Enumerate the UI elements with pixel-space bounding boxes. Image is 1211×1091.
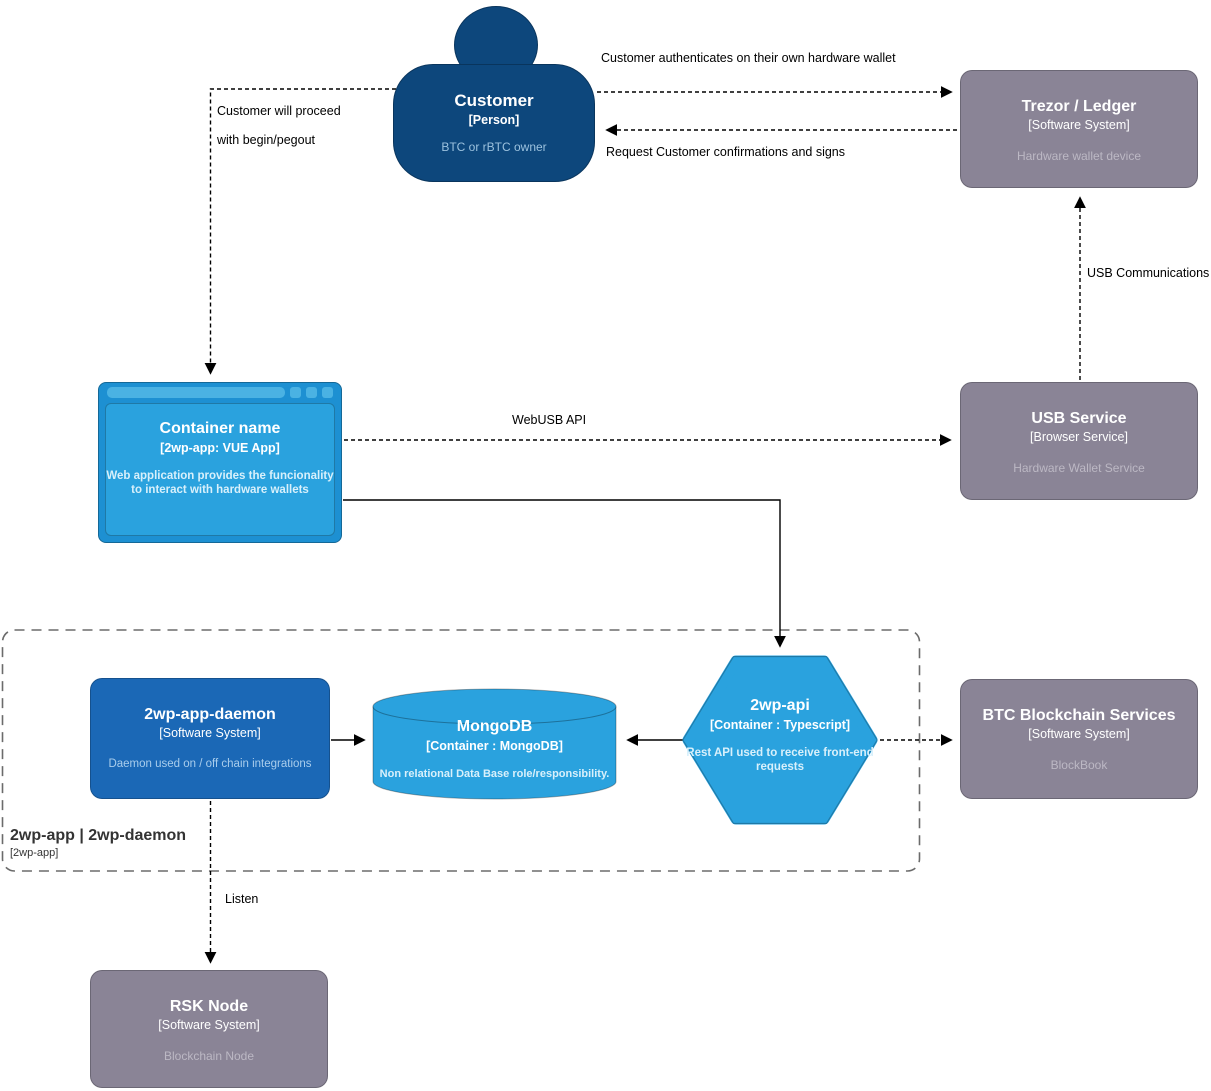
node-description: Non relational Data Base role/responsibi… xyxy=(379,768,610,780)
node-title: RSK Node xyxy=(169,998,249,1015)
node-description: Web application provides the funcionalit… xyxy=(106,470,334,496)
node-description: BlockBook xyxy=(1050,758,1108,772)
edge-label-request-sign: Request Customer confirmations and signs xyxy=(606,145,846,159)
node-title: 2wp-app-daemon xyxy=(144,706,276,723)
boundary-title: 2wp-app | 2wp-daemon xyxy=(10,827,187,844)
node-rsk-node: RSK Node [Software System] Blockchain No… xyxy=(90,970,328,1088)
node-description: Hardware wallet device xyxy=(1016,149,1142,163)
edge-label-proceed-line1: Customer will proceed xyxy=(217,104,341,118)
node-subtitle: [Software System] xyxy=(159,726,261,740)
edge-label-webusb-api: WebUSB API xyxy=(512,413,587,427)
cylinder-shape xyxy=(372,688,617,800)
node-2wp-app-daemon: 2wp-app-daemon [Software System] Daemon … xyxy=(90,678,330,799)
boundary-subtitle: [2wp-app] xyxy=(10,847,59,859)
edge-container-api xyxy=(343,499,786,648)
browser-button-icon xyxy=(322,387,333,398)
node-customer: Customer [Person] BTC or rBTC owner xyxy=(393,64,595,182)
node-title: Trezor / Ledger xyxy=(1021,98,1137,115)
node-title: MongoDB xyxy=(456,718,533,735)
edge-label-proceed-line2: with begin/pegout xyxy=(217,133,315,147)
node-mongodb: MongoDB [Container : MongoDB] Non relati… xyxy=(372,688,617,800)
boundary-2wp-app xyxy=(1,629,921,872)
edge-customer-container xyxy=(204,88,396,375)
node-title: USB Service xyxy=(1031,410,1127,427)
node-title: BTC Blockchain Services xyxy=(982,707,1176,724)
browser-address-bar xyxy=(107,387,285,398)
node-description: Blockchain Node xyxy=(163,1049,255,1063)
node-subtitle: [Software System] xyxy=(1028,727,1130,741)
node-title: Customer xyxy=(454,91,534,110)
node-subtitle: [Container : Typescript] xyxy=(709,718,851,732)
node-trezor-ledger: Trezor / Ledger [Software System] Hardwa… xyxy=(960,70,1198,188)
node-title: Container name xyxy=(159,420,281,437)
node-description: Daemon used on / off chain integrations xyxy=(108,758,312,770)
hexagon-shape xyxy=(682,655,878,825)
edge-label-listen: Listen xyxy=(225,892,259,906)
node-btc-blockchain-services: BTC Blockchain Services [Software System… xyxy=(960,679,1198,799)
node-container-name: Container name [2wp-app: VUE App] Web ap… xyxy=(98,382,342,543)
node-subtitle: [Software System] xyxy=(1028,118,1130,132)
node-usb-service: USB Service [Browser Service] Hardware W… xyxy=(960,382,1198,500)
node-2wp-api: 2wp-api [Container : Typescript] Rest AP… xyxy=(682,655,878,825)
browser-button-icon xyxy=(306,387,317,398)
browser-content-panel: Container name [2wp-app: VUE App] Web ap… xyxy=(105,403,335,536)
node-subtitle: [Software System] xyxy=(158,1018,260,1032)
browser-button-icon xyxy=(290,387,301,398)
node-description: BTC or rBTC owner xyxy=(441,140,547,154)
node-subtitle: [Container : MongoDB] xyxy=(426,739,563,753)
node-description: Rest API used to receive front-end reque… xyxy=(686,747,874,773)
node-description: Hardware Wallet Service xyxy=(1013,461,1145,475)
edge-label-authenticate: Customer authenticates on their own hard… xyxy=(601,51,896,65)
edge-label-usb-communications: USB Communications xyxy=(1087,266,1210,280)
node-title: 2wp-api xyxy=(750,697,810,714)
node-subtitle: [Person] xyxy=(468,113,520,127)
node-subtitle: [Browser Service] xyxy=(1030,430,1128,444)
node-subtitle: [2wp-app: VUE App] xyxy=(160,441,280,455)
